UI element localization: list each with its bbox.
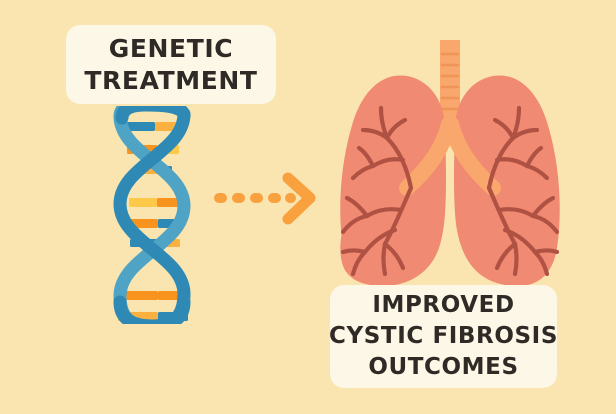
arrow-head-icon: [282, 172, 316, 225]
bronchi-branch: [340, 248, 368, 255]
bronchi-branch: [344, 195, 370, 219]
bronchi-branch: [340, 213, 370, 235]
bronchi-branch: [362, 227, 398, 255]
dna-double-helix: [100, 106, 204, 324]
bronchi-branch: [486, 185, 518, 247]
dna-top-cap: [115, 106, 191, 125]
bronchi-branch: [370, 157, 406, 169]
dashed-arrow-right: [212, 172, 316, 226]
dna-rung-seg: [129, 198, 157, 207]
trachea-ridges: [440, 52, 460, 111]
arrow-dash: [268, 193, 281, 203]
bronchi-branch: [530, 195, 556, 219]
dna-rung-seg: [123, 122, 155, 131]
bronchi-branch: [496, 207, 536, 219]
bronchi-branch: [532, 248, 560, 255]
arrow-dash: [214, 193, 227, 203]
trachea: [440, 40, 460, 130]
outcomes-line-3: OUTCOMES: [368, 354, 519, 380]
dna-rung-seg: [157, 198, 183, 207]
bronchi-branch: [494, 241, 518, 271]
bronchi-branch: [356, 145, 376, 169]
genetic-treatment-line-2: TREATMENT: [84, 65, 258, 95]
arrow-dash: [250, 193, 263, 203]
bronchus-right: [443, 116, 501, 196]
bronchi-branch: [381, 241, 388, 277]
arrow-dash: [232, 193, 245, 203]
bronchial-tree-right: [486, 105, 560, 277]
bronchi-branch: [384, 117, 408, 141]
dna-helix-svg: [113, 106, 191, 324]
lungs-illustration: [325, 38, 575, 288]
bronchi-branch: [524, 145, 544, 169]
lungs-svg: [340, 40, 560, 287]
bronchi-branch: [382, 185, 414, 247]
dna-bottom-cap: [113, 295, 191, 324]
bronchi-branch: [530, 213, 560, 235]
outcomes-line-2: CYSTIC FIBROSIS: [329, 323, 558, 349]
arrow-dashes: [214, 193, 296, 203]
genetic-treatment-card: GENETIC TREATMENT: [66, 25, 276, 104]
genetic-treatment-line-1: GENETIC: [108, 33, 234, 63]
improved-outcomes-card: IMPROVED CYSTIC FIBROSIS OUTCOMES: [329, 285, 558, 388]
arrow-svg: [214, 172, 316, 225]
dna-rung-seg: [124, 291, 158, 300]
bronchi-branch: [502, 227, 538, 255]
bronchi-branch: [512, 241, 519, 277]
bronchi-branch: [364, 207, 404, 219]
arrow-dash: [285, 193, 296, 203]
bronchi-branch: [382, 241, 406, 271]
outcomes-line-1: IMPROVED: [372, 292, 515, 318]
bronchi-branch: [494, 157, 530, 169]
bronchial-tree-left: [340, 105, 414, 277]
bronchi-branch: [492, 117, 516, 141]
